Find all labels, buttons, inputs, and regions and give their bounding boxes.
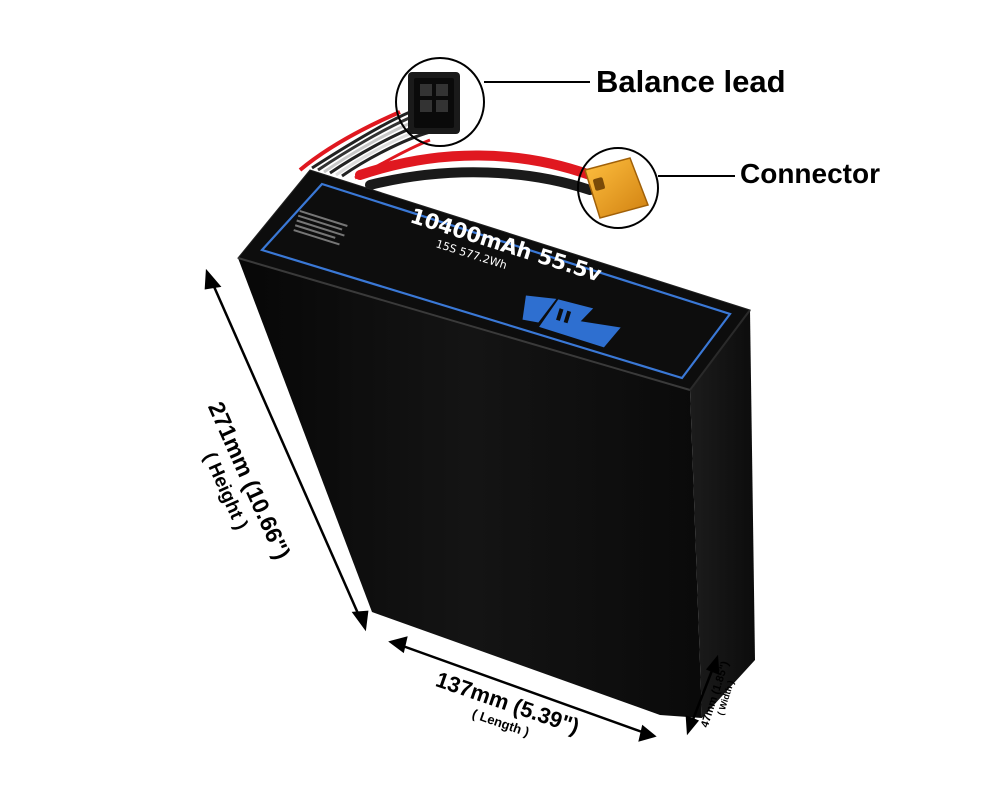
label-fine-print <box>293 210 348 246</box>
connector-label: Connector <box>740 158 880 189</box>
xt-connector-icon <box>584 157 649 219</box>
connector-callout-circle <box>577 147 659 229</box>
balance-plug-icon <box>408 72 460 134</box>
brand-logo <box>522 295 621 348</box>
balance-lead-callout-circle <box>395 57 485 147</box>
width-dimension-arrow <box>685 654 720 736</box>
battery-front-face <box>238 258 702 718</box>
label-border <box>260 182 732 380</box>
length-dimension-arrow <box>388 636 657 742</box>
battery-side-face <box>690 310 755 718</box>
balance-lead-label: Balance lead <box>596 64 786 99</box>
height-dimension-arrow <box>204 268 369 632</box>
wire-bundle <box>298 110 595 195</box>
